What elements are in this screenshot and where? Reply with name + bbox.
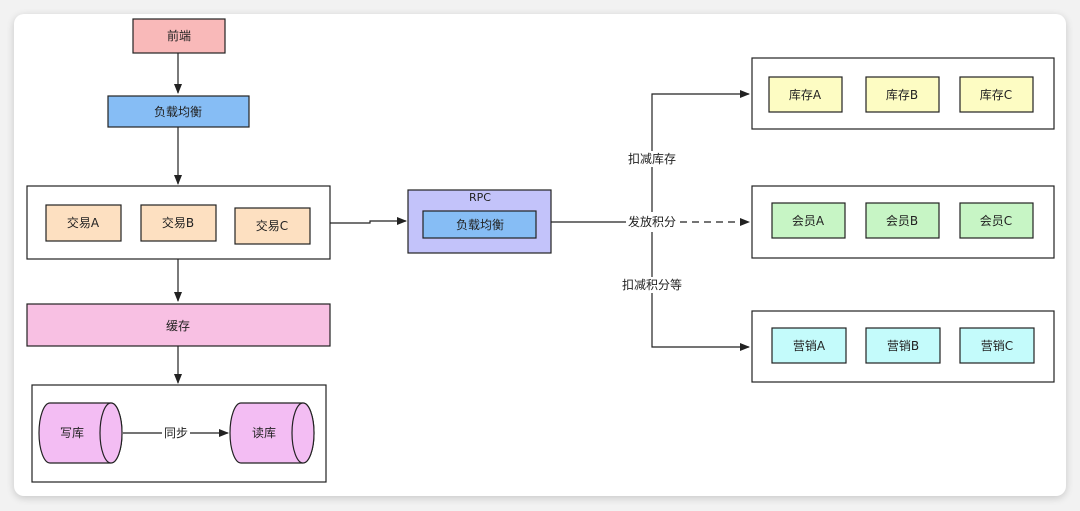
edge-to-marketing [651, 232, 750, 351]
edge-to-stock [651, 90, 750, 212]
load-balancer-node [107, 95, 250, 128]
member-b-node [865, 202, 940, 239]
trade-c-label: 交易C [256, 218, 288, 233]
edge-trade-to-rpc [330, 217, 407, 225]
member-c-label: 会员C [980, 214, 1012, 228]
stock-c-label: 库存C [980, 87, 1012, 102]
stock-b-node [865, 76, 940, 113]
load-balancer-label: 负载均衡 [154, 105, 202, 119]
marketing-a-node [771, 327, 847, 364]
frontend-node [132, 18, 226, 54]
member-a-node [771, 202, 846, 239]
stock-c-node [959, 76, 1034, 113]
deduct-points-label-bg [619, 277, 685, 293]
trade-c-node [234, 207, 311, 245]
rpc-load-balancer-node [422, 210, 537, 239]
rpc-title: RPC [469, 191, 491, 204]
cache-label: 缓存 [166, 319, 190, 333]
read-db-label: 读库 [252, 425, 276, 440]
write-db-node [38, 402, 123, 464]
trade-b-label: 交易B [162, 215, 194, 230]
deduct-stock-label-bg [622, 151, 682, 167]
cache-node [26, 303, 331, 347]
member-b-label: 会员B [886, 214, 918, 228]
stock-b-label: 库存B [886, 87, 918, 102]
read-db-node [229, 402, 315, 464]
marketing-c-label: 营销C [981, 339, 1013, 353]
trade-b-node [140, 204, 217, 242]
marketing-a-label: 营销A [793, 339, 826, 353]
rpc-load-balancer-label: 负载均衡 [456, 218, 504, 232]
trade-a-node [45, 204, 122, 242]
stock-a-label: 库存A [789, 87, 822, 102]
marketing-b-node [865, 327, 941, 364]
marketing-c-node [959, 327, 1035, 364]
edge-label-deduct-stock: 扣减库存 [628, 151, 676, 166]
member-a-label: 会员A [792, 214, 825, 228]
frontend-label: 前端 [167, 28, 191, 43]
marketing-b-label: 营销B [887, 339, 919, 353]
member-c-node [959, 202, 1034, 239]
trade-a-label: 交易A [67, 215, 100, 230]
edge-label-sync: 同步 [164, 426, 188, 440]
edge-label-issue-points: 发放积分 [628, 214, 676, 229]
edge-label-deduct-points: 扣减积分等 [622, 278, 682, 292]
stock-a-node [768, 76, 843, 113]
write-db-label: 写库 [60, 425, 84, 440]
